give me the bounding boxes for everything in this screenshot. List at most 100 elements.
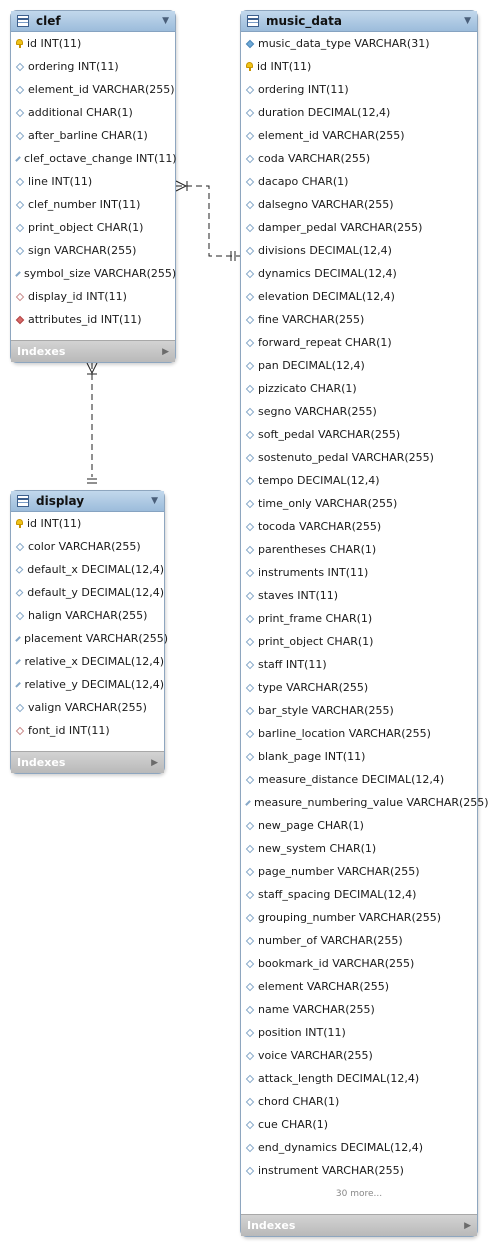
- field-row[interactable]: element_id VARCHAR(255): [11, 78, 175, 101]
- table-music-data[interactable]: music_data ▼ music_data_type VARCHAR(31)…: [240, 10, 489, 1237]
- field-row[interactable]: default_x DECIMAL(12,4): [11, 558, 164, 581]
- field-row[interactable]: soft_pedal VARCHAR(255): [241, 423, 477, 446]
- field-row[interactable]: bookmark_id VARCHAR(255): [241, 952, 477, 975]
- table-display[interactable]: display ▼ id INT(11)color VARCHAR(255)de…: [10, 490, 168, 774]
- field-row[interactable]: default_y DECIMAL(12,4): [11, 581, 164, 604]
- indexes-footer[interactable]: Indexes ▶: [11, 751, 164, 773]
- field-row[interactable]: dalsegno VARCHAR(255): [241, 193, 477, 216]
- field-row[interactable]: id INT(11): [11, 512, 164, 535]
- table-header[interactable]: music_data ▼: [241, 11, 477, 32]
- column-diamond-icon: [245, 85, 255, 94]
- table-header[interactable]: clef ▼: [11, 11, 175, 32]
- field-row[interactable]: type VARCHAR(255): [241, 676, 477, 699]
- column-diamond-icon: [245, 361, 255, 370]
- field-row[interactable]: display_id INT(11): [11, 285, 175, 308]
- field-row[interactable]: font_id INT(11): [11, 719, 164, 742]
- field-row[interactable]: after_barline CHAR(1): [11, 124, 175, 147]
- indexes-footer[interactable]: Indexes ▶: [11, 340, 175, 362]
- field-row[interactable]: new_system CHAR(1): [241, 837, 477, 860]
- expand-triangle-icon[interactable]: ▶: [162, 346, 169, 357]
- field-row[interactable]: tocoda VARCHAR(255): [241, 515, 477, 538]
- column-diamond-icon: [245, 246, 255, 255]
- field-row[interactable]: tempo DECIMAL(12,4): [241, 469, 477, 492]
- field-row[interactable]: ordering INT(11): [241, 78, 477, 101]
- field-text: position INT(11): [258, 1026, 346, 1039]
- field-row[interactable]: voice VARCHAR(255): [241, 1044, 477, 1067]
- field-row[interactable]: damper_pedal VARCHAR(255): [241, 216, 477, 239]
- field-text: symbol_size VARCHAR(255): [24, 267, 177, 280]
- field-row[interactable]: attack_length DECIMAL(12,4): [241, 1067, 477, 1090]
- more-fields-link[interactable]: 30 more...: [335, 1189, 383, 1199]
- field-row[interactable]: dacapo CHAR(1): [241, 170, 477, 193]
- expand-triangle-icon[interactable]: ▶: [464, 1220, 471, 1231]
- collapse-triangle-icon[interactable]: ▼: [464, 16, 471, 26]
- field-row[interactable]: sostenuto_pedal VARCHAR(255): [241, 446, 477, 469]
- field-row[interactable]: dynamics DECIMAL(12,4): [241, 262, 477, 285]
- field-row[interactable]: bar_style VARCHAR(255): [241, 699, 477, 722]
- collapse-triangle-icon[interactable]: ▼: [162, 16, 169, 26]
- expand-triangle-icon[interactable]: ▶: [151, 757, 158, 768]
- field-row[interactable]: duration DECIMAL(12,4): [241, 101, 477, 124]
- field-row[interactable]: segno VARCHAR(255): [241, 400, 477, 423]
- field-row[interactable]: staff_spacing DECIMAL(12,4): [241, 883, 477, 906]
- field-row[interactable]: valign VARCHAR(255): [11, 696, 164, 719]
- field-row[interactable]: pan DECIMAL(12,4): [241, 354, 477, 377]
- field-row[interactable]: line INT(11): [11, 170, 175, 193]
- field-text: voice VARCHAR(255): [258, 1049, 373, 1062]
- foreign-key-diamond-icon: [15, 292, 25, 301]
- field-row[interactable]: fine VARCHAR(255): [241, 308, 477, 331]
- field-row[interactable]: clef_octave_change INT(11): [11, 147, 177, 170]
- field-row[interactable]: instrument VARCHAR(255): [241, 1159, 477, 1182]
- field-row[interactable]: relative_y DECIMAL(12,4): [11, 673, 164, 696]
- field-row[interactable]: measure_distance DECIMAL(12,4): [241, 768, 477, 791]
- field-row[interactable]: pizzicato CHAR(1): [241, 377, 477, 400]
- field-row[interactable]: name VARCHAR(255): [241, 998, 477, 1021]
- field-row[interactable]: print_object CHAR(1): [241, 630, 477, 653]
- field-text: forward_repeat CHAR(1): [258, 336, 392, 349]
- field-row[interactable]: element VARCHAR(255): [241, 975, 477, 998]
- field-row[interactable]: staves INT(11): [241, 584, 477, 607]
- field-row[interactable]: chord CHAR(1): [241, 1090, 477, 1113]
- field-row[interactable]: divisions DECIMAL(12,4): [241, 239, 477, 262]
- field-row[interactable]: placement VARCHAR(255): [11, 627, 168, 650]
- field-row[interactable]: parentheses CHAR(1): [241, 538, 477, 561]
- column-diamond-icon: [245, 959, 255, 968]
- field-row[interactable]: number_of VARCHAR(255): [241, 929, 477, 952]
- field-row[interactable]: page_number VARCHAR(255): [241, 860, 477, 883]
- field-text: number_of VARCHAR(255): [258, 934, 403, 947]
- collapse-triangle-icon[interactable]: ▼: [151, 496, 158, 506]
- field-row[interactable]: music_data_type VARCHAR(31): [241, 32, 477, 55]
- field-row[interactable]: time_only VARCHAR(255): [241, 492, 477, 515]
- field-row[interactable]: new_page CHAR(1): [241, 814, 477, 837]
- field-row[interactable]: elevation DECIMAL(12,4): [241, 285, 477, 308]
- field-row[interactable]: ordering INT(11): [11, 55, 175, 78]
- field-row[interactable]: position INT(11): [241, 1021, 477, 1044]
- field-row[interactable]: coda VARCHAR(255): [241, 147, 477, 170]
- field-row[interactable]: id INT(11): [11, 32, 175, 55]
- field-row[interactable]: grouping_number VARCHAR(255): [241, 906, 477, 929]
- table-header[interactable]: display ▼: [11, 491, 164, 512]
- field-row[interactable]: blank_page INT(11): [241, 745, 477, 768]
- field-row[interactable]: additional CHAR(1): [11, 101, 175, 124]
- field-row[interactable]: sign VARCHAR(255): [11, 239, 175, 262]
- table-clef[interactable]: clef ▼ id INT(11)ordering INT(11)element…: [10, 10, 177, 363]
- field-row[interactable]: relative_x DECIMAL(12,4): [11, 650, 164, 673]
- field-row[interactable]: attributes_id INT(11): [11, 308, 175, 331]
- field-row[interactable]: halign VARCHAR(255): [11, 604, 164, 627]
- field-row[interactable]: color VARCHAR(255): [11, 535, 164, 558]
- indexes-footer[interactable]: Indexes ▶: [241, 1214, 477, 1236]
- field-row[interactable]: instruments INT(11): [241, 561, 477, 584]
- field-row[interactable]: end_dynamics DECIMAL(12,4): [241, 1136, 477, 1159]
- column-diamond-icon: [15, 108, 25, 117]
- field-row[interactable]: barline_location VARCHAR(255): [241, 722, 477, 745]
- field-row[interactable]: element_id VARCHAR(255): [241, 124, 477, 147]
- field-row[interactable]: print_object CHAR(1): [11, 216, 175, 239]
- field-row[interactable]: id INT(11): [241, 55, 477, 78]
- field-row[interactable]: staff INT(11): [241, 653, 477, 676]
- field-row[interactable]: symbol_size VARCHAR(255): [11, 262, 177, 285]
- field-row[interactable]: clef_number INT(11): [11, 193, 175, 216]
- field-row[interactable]: measure_numbering_value VARCHAR(255): [241, 791, 489, 814]
- field-row[interactable]: print_frame CHAR(1): [241, 607, 477, 630]
- field-row[interactable]: forward_repeat CHAR(1): [241, 331, 477, 354]
- field-row[interactable]: cue CHAR(1): [241, 1113, 477, 1136]
